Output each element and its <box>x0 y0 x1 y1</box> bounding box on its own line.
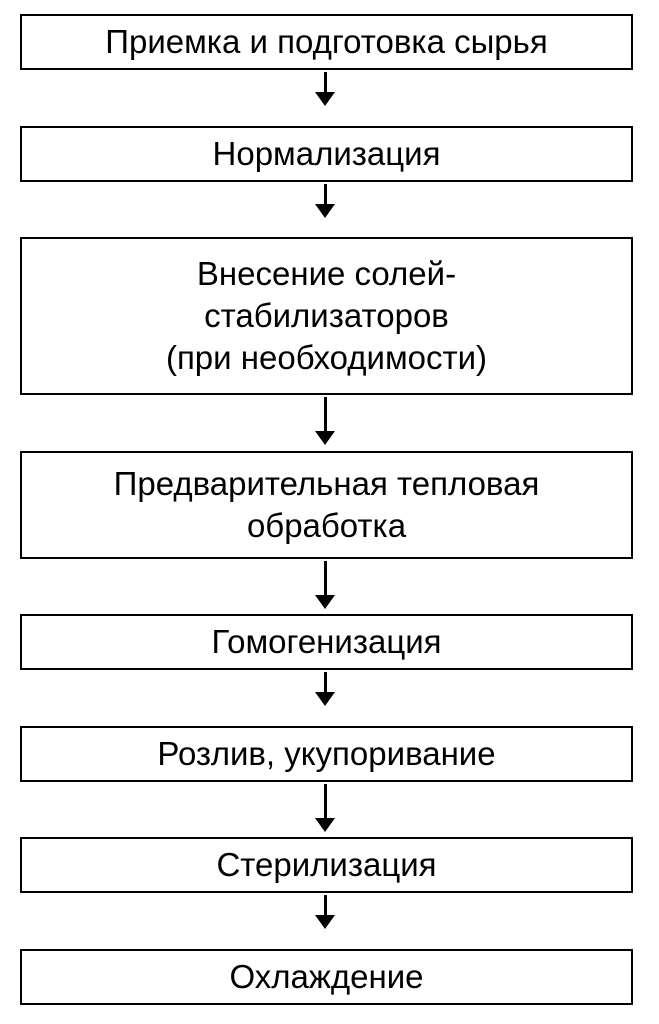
arrow-down-icon <box>315 184 335 218</box>
step-label: Розлив, укупоривание <box>157 735 496 772</box>
step-bottling-capping: Розлив, укупоривание <box>20 726 633 782</box>
step-stabilizer-salts: Внесение солей- стабилизаторов (при необ… <box>20 237 633 395</box>
step-label: Стерилизация <box>216 846 437 883</box>
step-label: Приемка и подготовка сырья <box>105 23 548 60</box>
step-label: Гомогенизация <box>211 623 442 660</box>
step-sterilization: Стерилизация <box>20 837 633 893</box>
step-label: Охлаждение <box>229 958 424 995</box>
step-homogenization: Гомогенизация <box>20 614 633 670</box>
step-raw-material-reception: Приемка и подготовка сырья <box>20 14 633 70</box>
step-label: Предварительная тепловая обработка <box>113 465 540 544</box>
arrow-down-icon <box>315 895 335 929</box>
arrow-down-icon <box>315 72 335 106</box>
step-label: Нормализация <box>212 135 441 172</box>
arrow-down-icon <box>315 397 335 445</box>
step-cooling: Охлаждение <box>20 949 633 1005</box>
step-normalization: Нормализация <box>20 126 633 182</box>
arrow-down-icon <box>315 561 335 609</box>
arrow-down-icon <box>315 784 335 832</box>
step-preliminary-heat-treatment: Предварительная тепловая обработка <box>20 451 633 559</box>
arrow-down-icon <box>315 672 335 706</box>
step-label: Внесение солей- стабилизаторов (при необ… <box>165 255 488 376</box>
